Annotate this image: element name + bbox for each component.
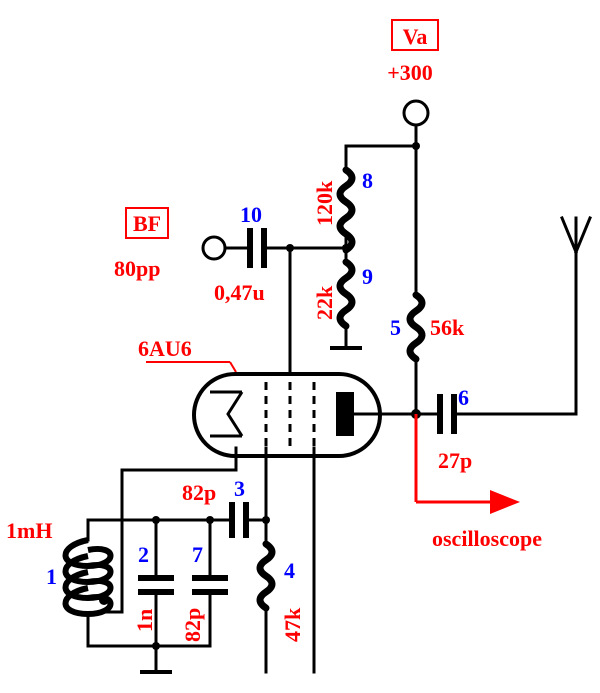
capacitor-c3: 3 82p: [182, 476, 270, 538]
supply-va: Va +300: [387, 19, 439, 127]
c3-ref: 3: [234, 476, 245, 501]
c10-value: 0,47u: [214, 280, 265, 305]
c6-ref: 6: [458, 385, 469, 410]
bf-terminal: [201, 235, 227, 261]
cathode-feedback: [102, 446, 238, 614]
c7-value: 82p: [180, 608, 205, 642]
resistor-r4: 4 47k: [256, 518, 305, 674]
inductor-l1: 1 1mH: [6, 518, 114, 630]
resistor-r8: 8 120k: [312, 144, 373, 254]
capacitor-c2: 2 1n: [132, 518, 174, 648]
bf-level: 80pp: [114, 256, 160, 281]
r4-value: 47k: [280, 607, 305, 642]
va-label-box: [391, 19, 439, 51]
l1-value: 1mH: [6, 518, 52, 543]
antenna: [560, 216, 592, 416]
r8-ref: 8: [362, 168, 373, 193]
capacitor-c6: 6 27p: [414, 385, 578, 473]
resistor-r9: 9 22k: [312, 246, 373, 350]
r5-ref: 5: [390, 315, 401, 340]
tube-type: 6AU6: [138, 336, 192, 361]
tank-circuit: [86, 516, 230, 674]
c6-value: 27p: [438, 448, 472, 473]
r9-value: 22k: [312, 285, 337, 320]
oscilloscope-label: oscilloscope: [432, 526, 542, 551]
bf-label: BF: [133, 211, 161, 236]
resistor-r5: 5 56k: [390, 291, 465, 416]
input-bf: BF 80pp: [114, 207, 250, 281]
r8-value: 120k: [312, 180, 337, 226]
capacitor-c7: 7 82p: [180, 518, 228, 648]
tube-6au6: 6AU6: [138, 336, 418, 458]
coil-tap: [99, 595, 109, 605]
c7-ref: 7: [192, 542, 203, 567]
anode: [336, 392, 354, 436]
r4-ref: 4: [284, 558, 295, 583]
va-label: Va: [403, 24, 428, 49]
va-terminal: [402, 99, 430, 127]
va-voltage: +300: [387, 60, 433, 85]
c10-ref: 10: [240, 202, 262, 227]
oscilloscope-output: oscilloscope: [414, 414, 542, 551]
c3-value: 82p: [182, 480, 216, 505]
c2-ref: 2: [138, 542, 149, 567]
r9-ref: 9: [362, 264, 373, 289]
c2-value: 1n: [132, 609, 157, 632]
l1-ref: 1: [46, 564, 57, 589]
bf-label-box: [125, 207, 169, 239]
supply-rail: [344, 123, 420, 297]
r5-value: 56k: [430, 315, 465, 340]
